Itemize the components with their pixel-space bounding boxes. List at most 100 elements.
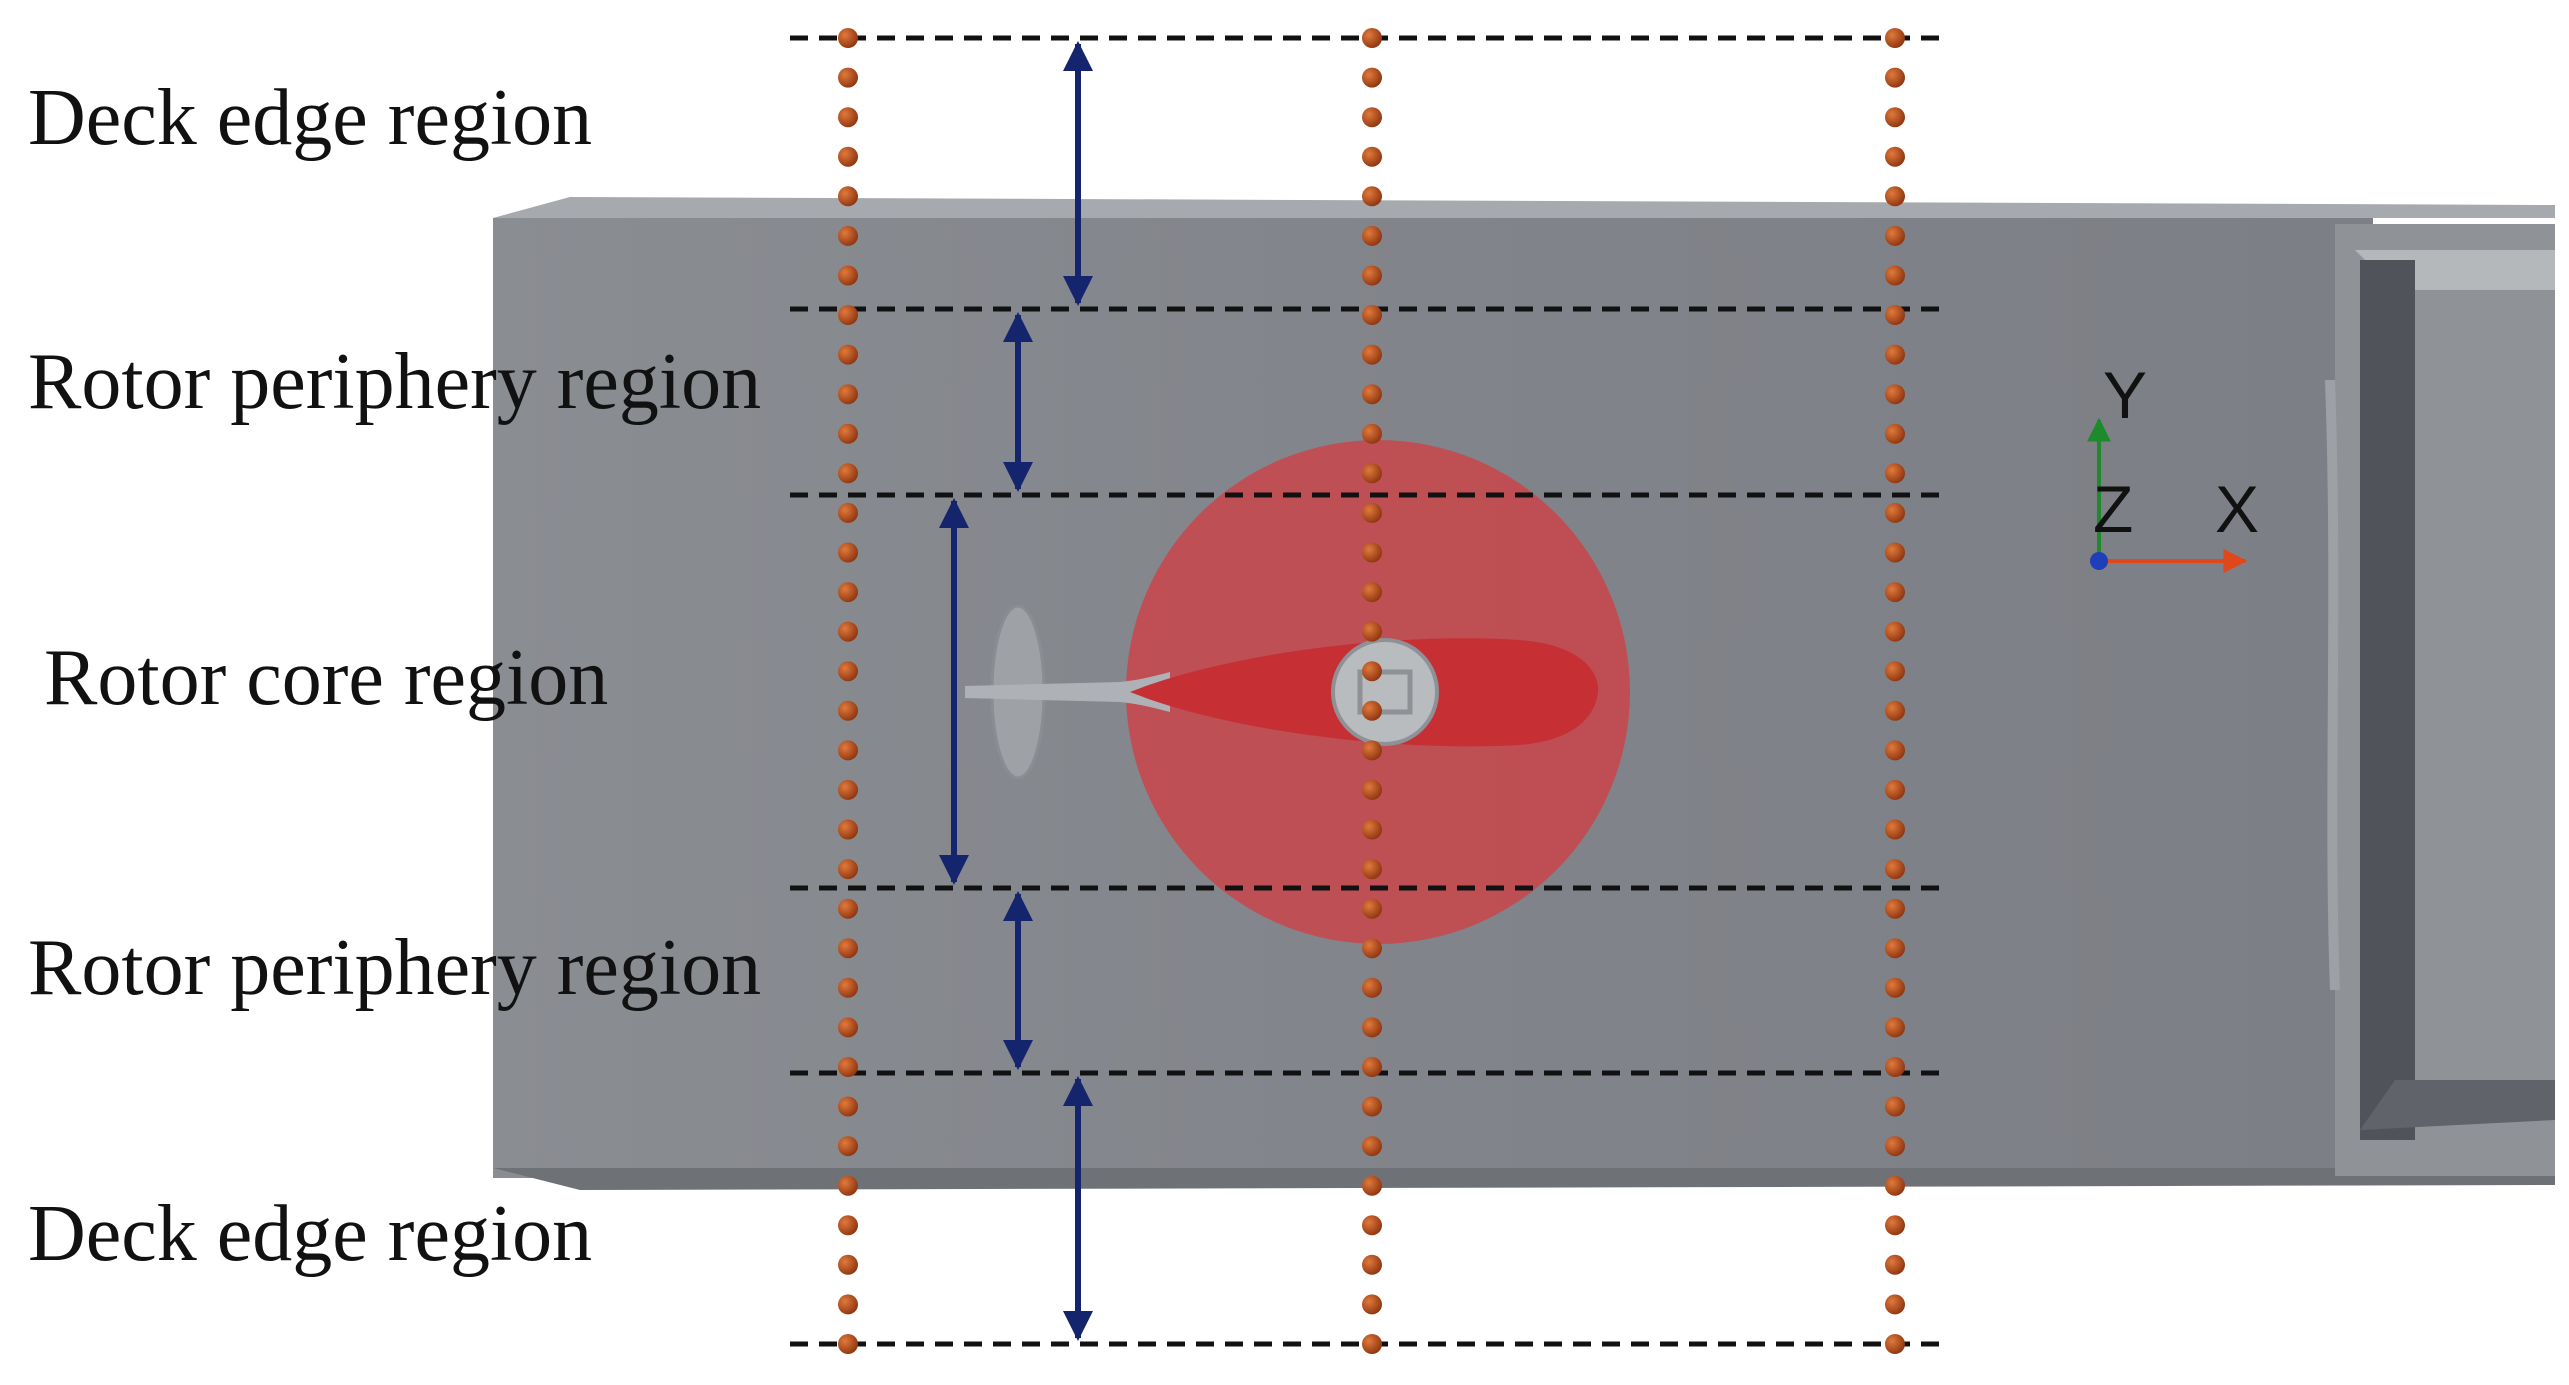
probe-point [838,305,858,325]
probe-point [1885,582,1905,603]
probe-point [1362,1254,1382,1275]
probe-point [1885,384,1905,405]
probe-point [1885,463,1905,484]
probe-point [838,384,858,405]
probe-point [1885,1254,1905,1275]
probe-point [1885,661,1905,682]
probe-point [1885,1096,1905,1117]
probe-point [1885,621,1905,642]
probe-point [1885,28,1905,48]
probe-point [1362,1017,1382,1038]
probe-point [838,819,858,840]
probe-point [838,1136,858,1157]
probe-point [838,1215,858,1236]
probe-point [1362,225,1382,246]
probe-points [838,28,1905,1354]
probe-point [1885,819,1905,840]
probe-point [838,28,858,48]
probe-point [1362,265,1382,286]
probe-point [1885,502,1905,523]
tail-boom [965,672,1170,712]
probe-point [1362,1136,1382,1157]
probe-point [1362,1096,1382,1117]
probe-point [1362,700,1382,721]
probe-point [838,859,858,880]
probe-point [1362,1057,1382,1077]
probe-point [838,67,858,88]
probe-point [838,542,858,563]
region-label-rotor-periphery-bottom: Rotor periphery region [28,924,762,1012]
probe-point [1362,502,1382,523]
probe-point [1885,542,1905,563]
probe-point [838,463,858,484]
probe-point [1362,977,1382,998]
probe-point [1885,1334,1905,1354]
probe-point [838,344,858,365]
probe-point [1885,938,1905,959]
probe-point [1362,859,1382,880]
probe-point [1362,1294,1382,1315]
z-axis-dot [2090,552,2108,570]
region-extent-arrows [939,41,1093,1341]
probe-point [1362,542,1382,563]
probe-point [1885,740,1905,761]
probe-point [1885,779,1905,800]
probe-point [1885,186,1905,207]
probe-point [838,146,858,167]
probe-point [1885,1017,1905,1038]
probe-point [1885,107,1905,128]
probe-point [838,582,858,603]
probe-point [1362,582,1382,603]
probe-point [838,423,858,444]
probe-point [838,740,858,761]
probe-point [1885,265,1905,286]
probe-point [1362,621,1382,642]
region-label-rotor-periphery-top: Rotor periphery region [28,338,762,426]
probe-point [838,1057,858,1077]
hub-detail [1357,669,1413,715]
probe-point [838,1175,858,1196]
probe-point [1362,67,1382,88]
ship-deck [493,197,2555,1190]
probe-point [1885,977,1905,998]
probe-point [1885,344,1905,365]
probe-point [838,661,858,682]
probe-point [1362,146,1382,167]
probe-point [1362,938,1382,959]
probe-point [1362,28,1382,48]
probe-point [1885,1175,1905,1196]
probe-point [838,265,858,286]
probe-point [1885,1057,1905,1077]
region-label-deck-edge-top: Deck edge region [28,74,593,162]
probe-point [1362,779,1382,800]
probe-point [838,779,858,800]
probe-point [838,107,858,128]
probe-point [838,502,858,523]
probe-point [838,977,858,998]
probe-point [838,186,858,207]
axis-label-x: X [2215,472,2260,546]
probe-point [1362,305,1382,325]
probe-point [1885,1136,1905,1157]
axis-triad-icon [2087,417,2248,573]
probe-point [1362,819,1382,840]
probe-point [1885,1294,1905,1315]
probe-point [838,1017,858,1038]
probe-point [838,700,858,721]
probe-point [1362,661,1382,682]
probe-point [1885,859,1905,880]
probe-point [1362,423,1382,444]
hangar-door-edge [2325,379,2340,991]
rotor-and-helicopter [965,440,1630,944]
probe-point [1362,1334,1382,1354]
probe-point [1885,898,1905,919]
probe-point [1362,344,1382,365]
probe-point [1885,225,1905,246]
probe-point [838,898,858,919]
probe-point [1885,305,1905,325]
probe-point [1362,740,1382,761]
probe-point [838,1294,858,1315]
probe-point [838,225,858,246]
axis-label-y: Y [2103,358,2148,432]
probe-point [1362,463,1382,484]
